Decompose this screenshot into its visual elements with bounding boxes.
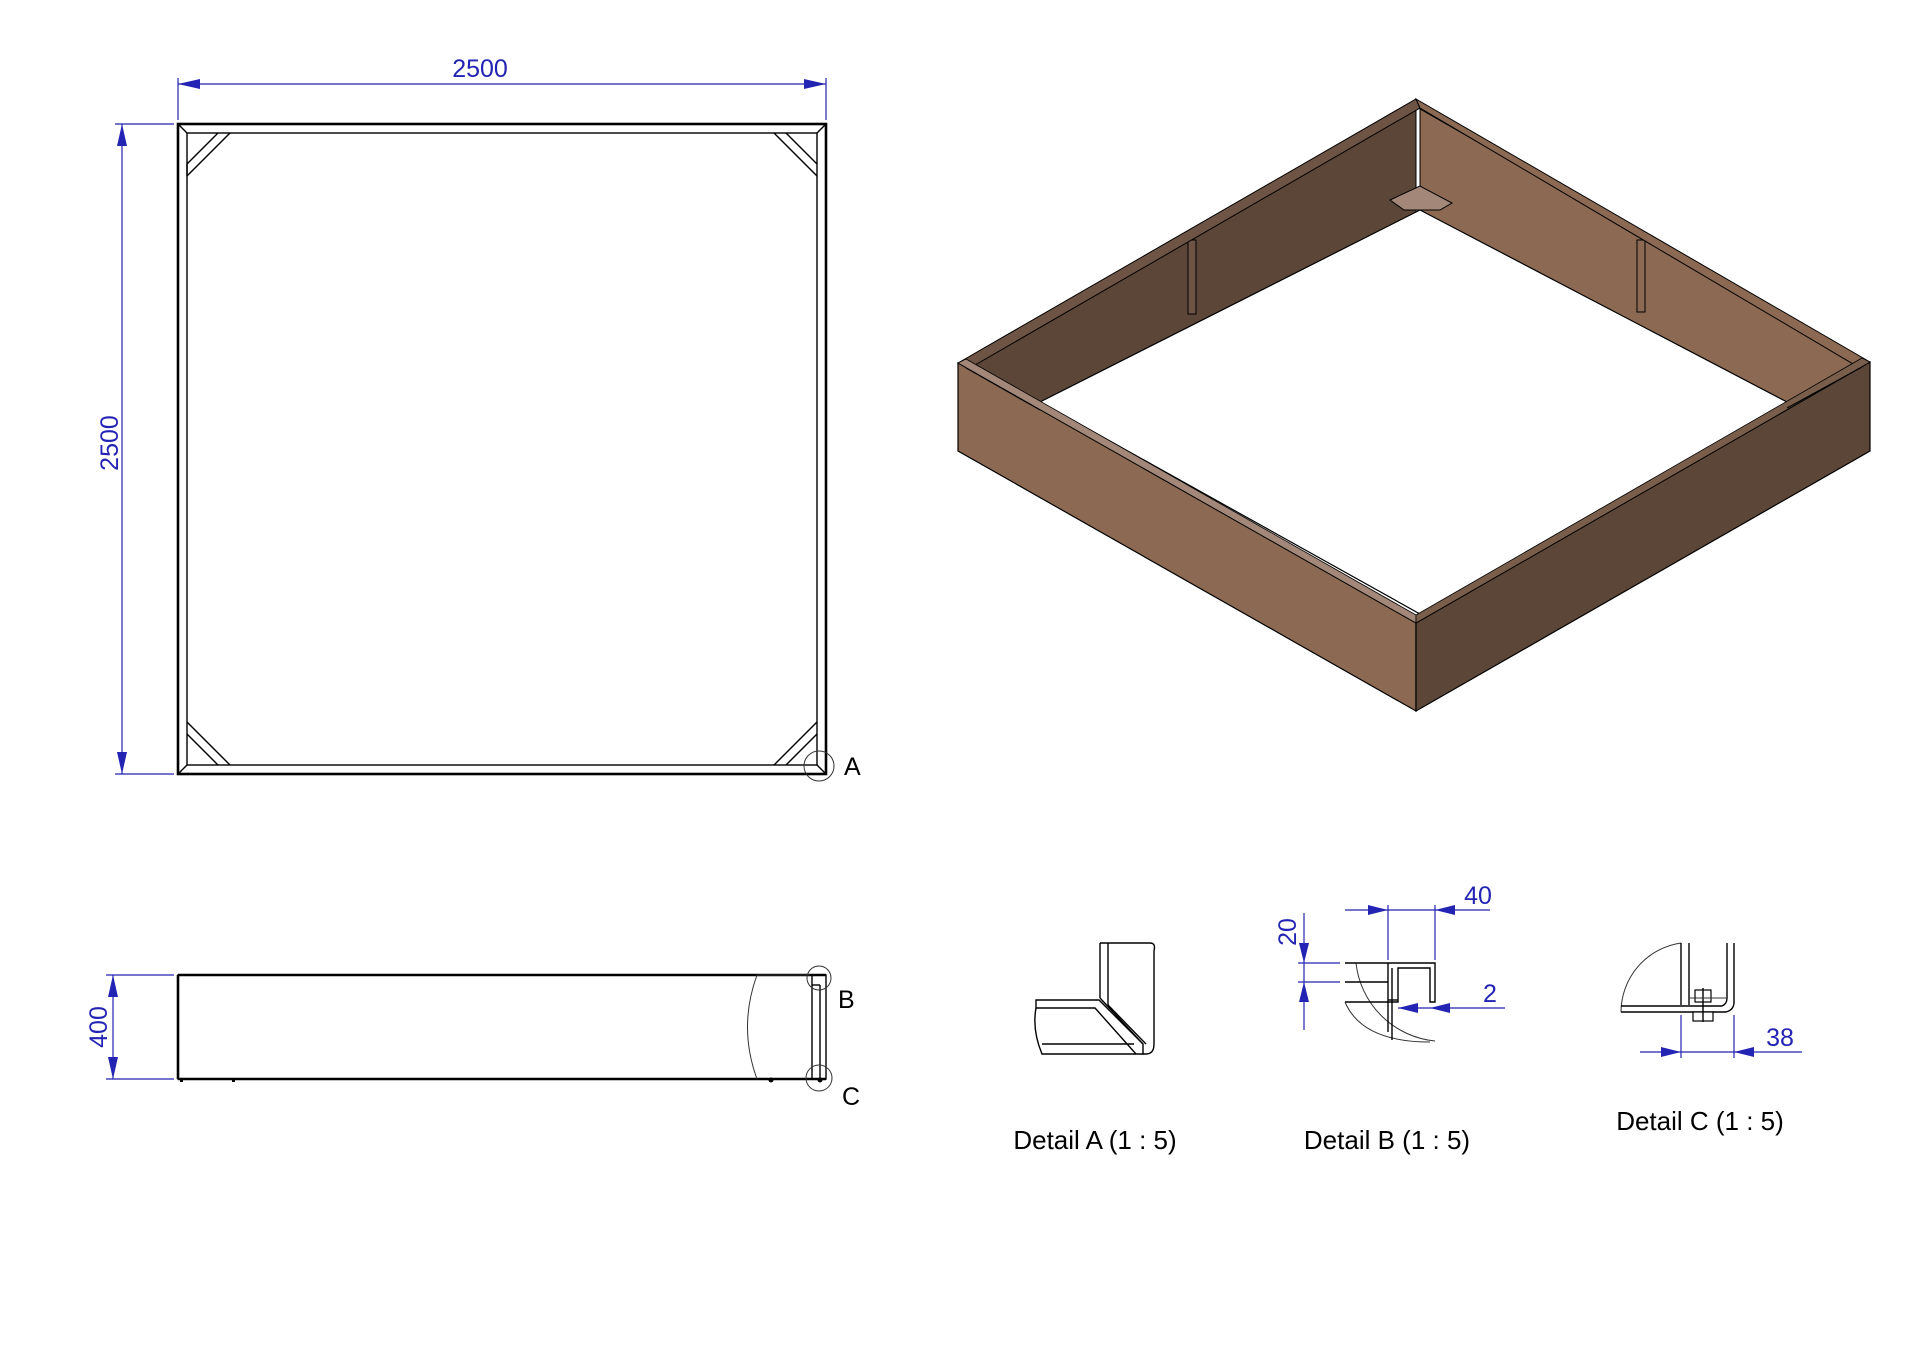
dimension-text-detail-c-38: 38 (1766, 1024, 1794, 1052)
dimension-detail-b-2: 2 (1398, 980, 1505, 1013)
dimension-detail-c-38: 38 (1640, 1015, 1802, 1058)
detail-b: 40 20 2 Detail B (1 : 5) (1274, 882, 1505, 1155)
callout-b-label: B (838, 986, 855, 1014)
dimension-top-height: 2500 (96, 123, 174, 775)
dimension-text-height: 2500 (96, 415, 124, 471)
detail-a-label: Detail A (1 : 5) (1013, 1125, 1176, 1155)
callout-a-label: A (844, 753, 861, 781)
detail-c: 38 Detail C (1 : 5) (1616, 942, 1802, 1136)
dimension-text-width: 2500 (452, 55, 508, 83)
dimension-detail-b-20: 20 (1274, 913, 1340, 1030)
iso-corner-gusset (1389, 185, 1454, 211)
callout-c-label: C (842, 1083, 860, 1111)
dimension-text-front-height: 400 (85, 1006, 113, 1048)
dimension-detail-b-40: 40 (1345, 882, 1492, 960)
callout-c: C (805, 1064, 860, 1111)
detail-b-label: Detail B (1 : 5) (1304, 1125, 1470, 1155)
dimension-front-height: 400 (85, 974, 174, 1080)
callout-a: A (803, 750, 861, 782)
dimension-text-detail-b-40: 40 (1464, 882, 1492, 910)
callout-b: B (806, 965, 855, 1014)
dimension-text-detail-b-20: 20 (1274, 918, 1302, 946)
dimension-text-detail-b-2: 2 (1483, 980, 1497, 1008)
top-view: 2500 2500 A (96, 55, 861, 782)
front-view: 400 B C (85, 965, 860, 1111)
detail-a: Detail A (1 : 5) (1013, 942, 1177, 1155)
dimension-top-width: 2500 (177, 55, 827, 120)
top-view-frame (176, 122, 828, 776)
detail-c-label: Detail C (1 : 5) (1616, 1106, 1784, 1136)
corner-gussets (186, 132, 818, 766)
isometric-view (957, 97, 1871, 713)
